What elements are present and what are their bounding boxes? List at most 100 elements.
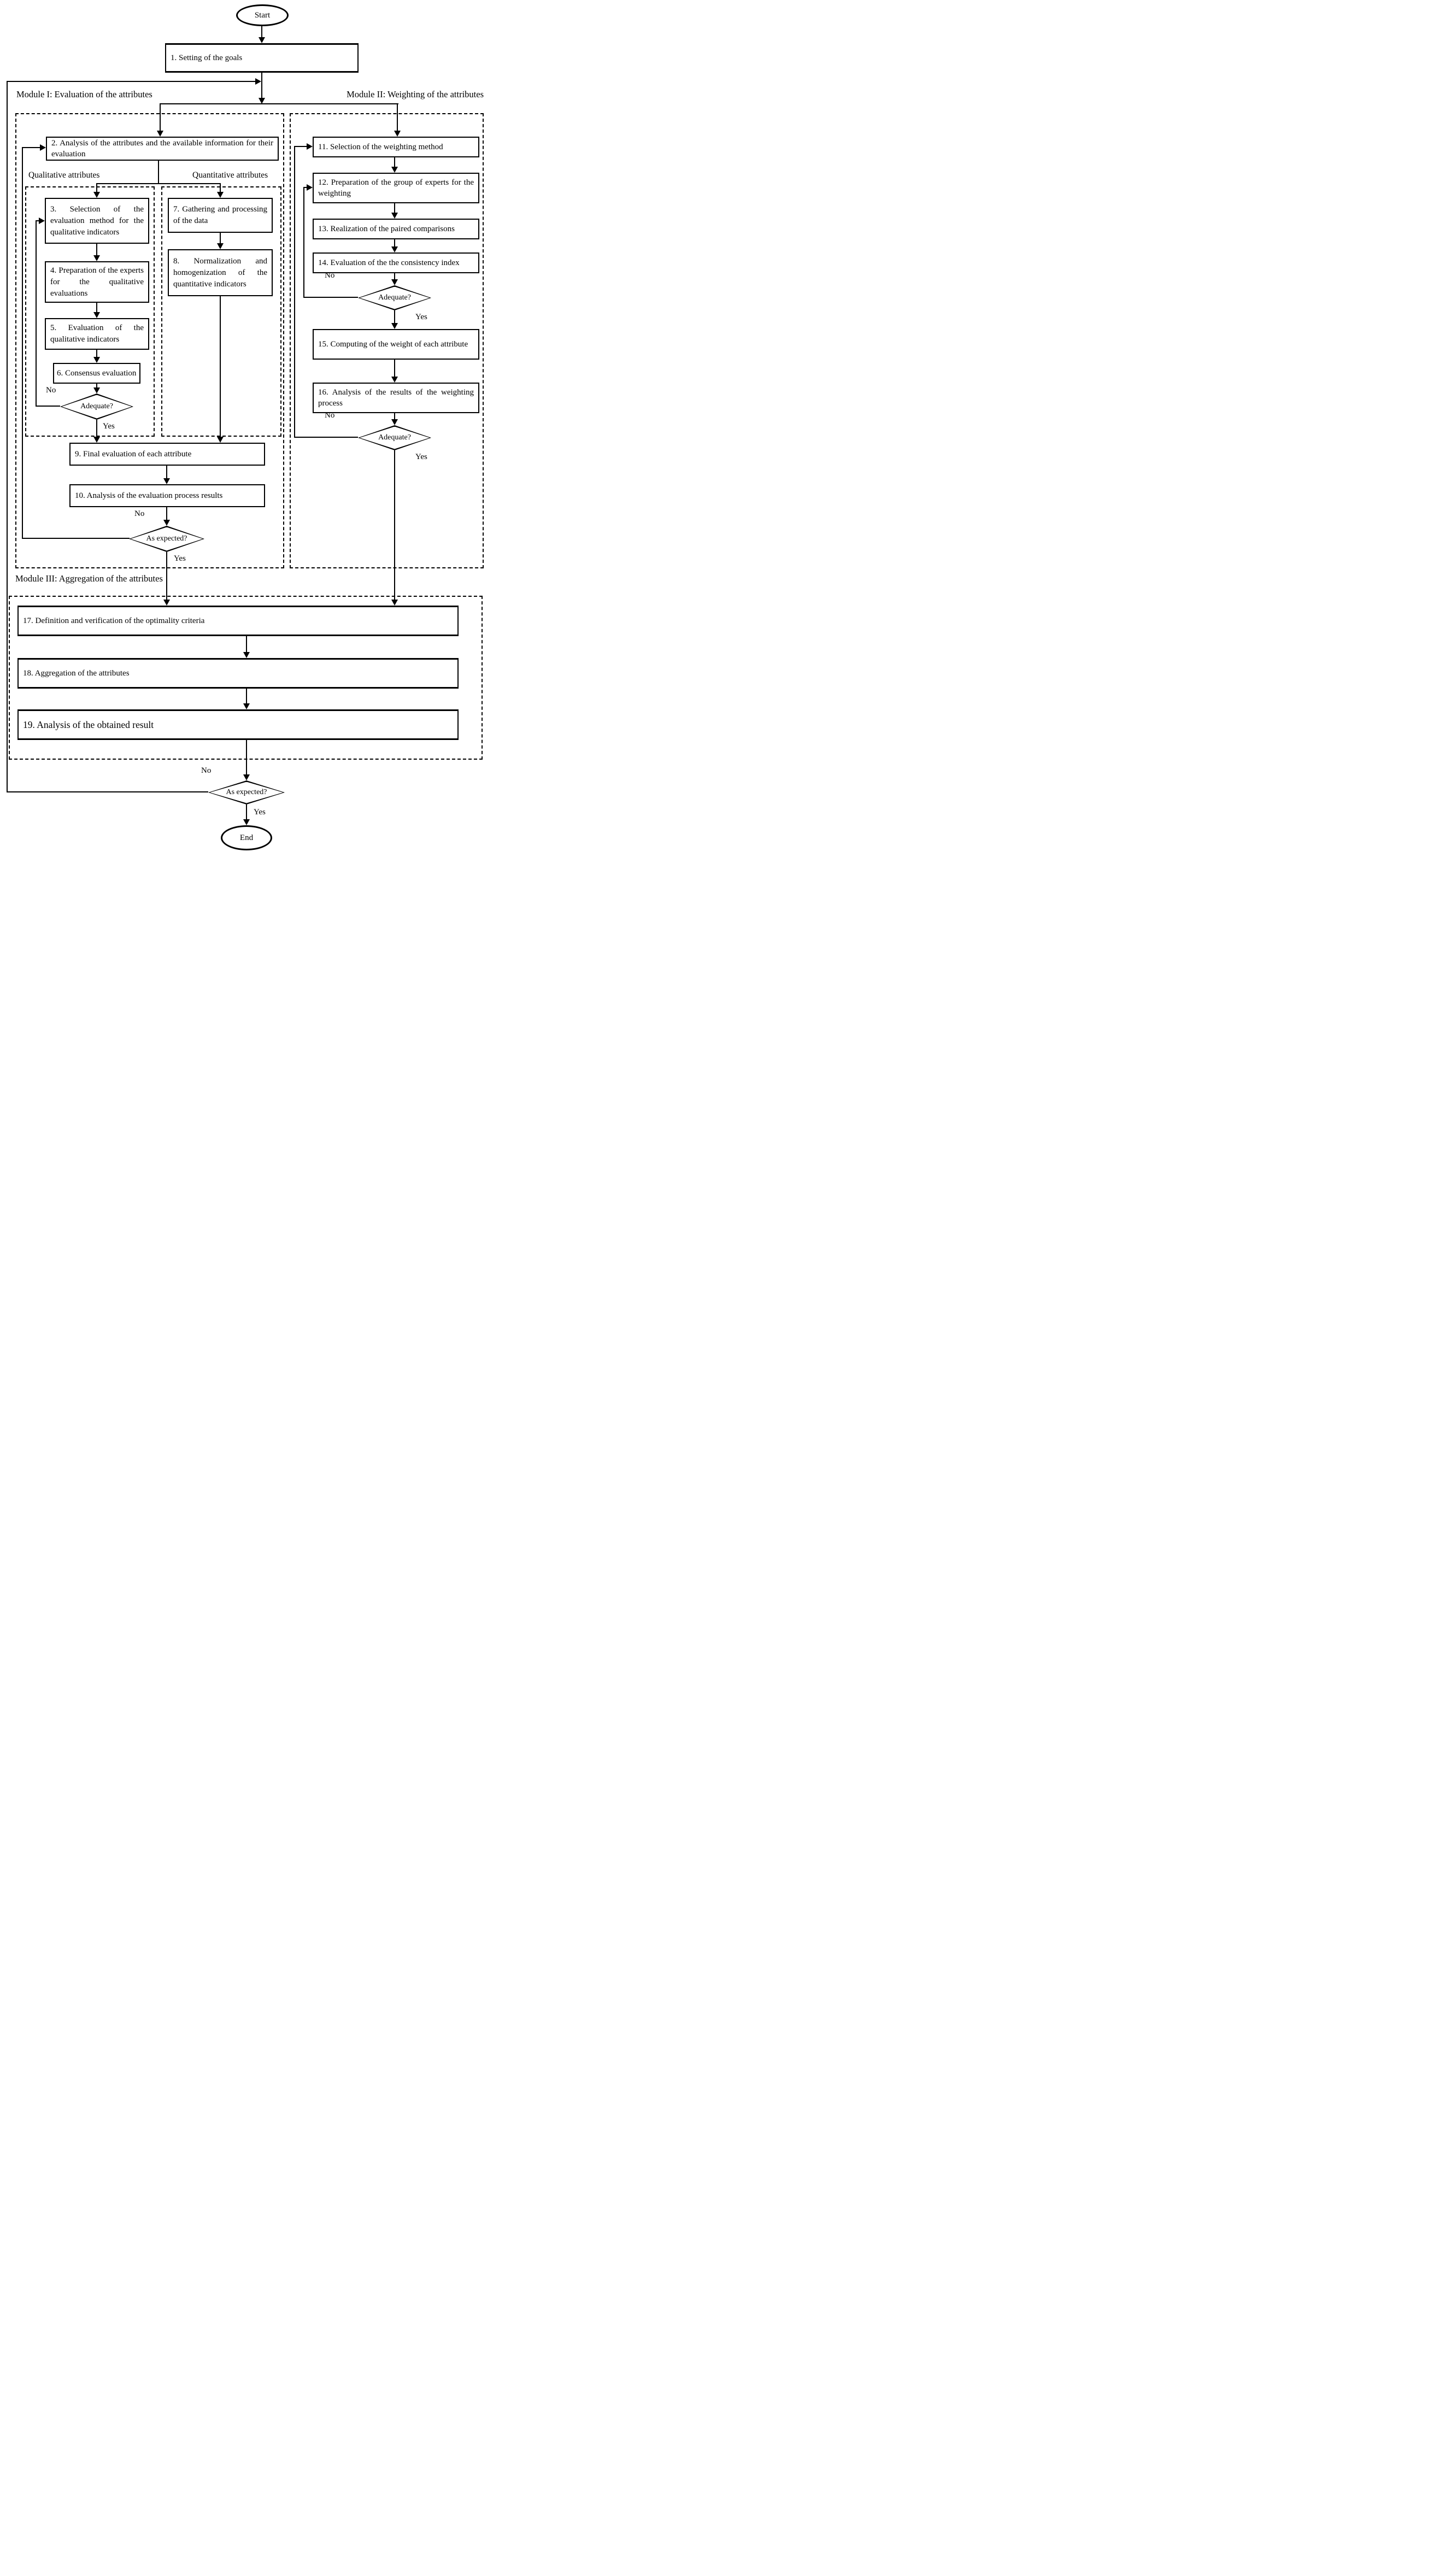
flow-line: [397, 103, 398, 132]
flow-line: [220, 183, 221, 193]
flow-arrowhead: [307, 143, 313, 150]
flow-line: [246, 636, 247, 653]
flow-arrowhead: [391, 279, 398, 285]
flow-line: [158, 161, 159, 184]
step-5-box: 5. Evaluation of the qualitative indicat…: [45, 318, 149, 350]
flow-line: [96, 350, 97, 358]
step-12-box: 12. Preparation of the group of experts …: [313, 173, 479, 203]
flow-arrowhead: [243, 774, 250, 780]
flow-line: [160, 103, 398, 104]
step-16-label: 16. Analysis of the results of the weigh…: [318, 388, 474, 408]
flow-line: [96, 183, 221, 184]
decision-final-as-expected: As expected?: [208, 780, 285, 804]
yes-label: Yes: [254, 808, 266, 817]
decision-consensus-adequate: Adequate?: [60, 393, 133, 420]
qualitative-frame: [25, 186, 155, 437]
yes-label: Yes: [415, 313, 427, 321]
flow-line: [303, 297, 358, 298]
flow-line: [394, 273, 395, 280]
no-label: No: [325, 411, 335, 420]
flow-line: [394, 239, 395, 248]
flow-line: [7, 791, 208, 792]
flow-line: [166, 507, 167, 521]
yes-label: Yes: [415, 453, 427, 461]
step-12-label: 12. Preparation of the group of experts …: [318, 178, 474, 198]
flow-line: [394, 203, 395, 214]
step-1-label: 1. Setting of the goals: [171, 54, 243, 62]
flow-arrowhead: [217, 243, 224, 249]
decision-label: Adequate?: [378, 433, 411, 442]
flow-line: [303, 187, 308, 188]
step-2-label: 2. Analysis of the attributes and the av…: [51, 139, 273, 158]
flow-line: [96, 384, 97, 389]
decision-weighting-adequate: Adequate?: [358, 425, 431, 450]
flow-line: [303, 187, 304, 298]
flow-line: [96, 244, 97, 256]
module-iii-frame: [9, 596, 483, 760]
step-10-box: 10. Analysis of the evaluation process r…: [69, 484, 265, 507]
flow-line: [7, 81, 8, 792]
flow-line: [22, 147, 40, 148]
step-16-box: 16. Analysis of the results of the weigh…: [313, 383, 479, 413]
flow-line: [294, 146, 307, 147]
flow-arrowhead: [163, 520, 170, 526]
flow-arrowhead: [243, 819, 250, 825]
decision-label: Adequate?: [378, 293, 411, 302]
flow-arrowhead: [391, 246, 398, 252]
flow-arrowhead: [243, 703, 250, 709]
quantitative-frame: [161, 186, 281, 437]
flow-arrowhead: [157, 131, 163, 137]
step-2-box: 2. Analysis of the attributes and the av…: [46, 137, 279, 161]
flow-line: [261, 73, 262, 99]
flow-line: [394, 450, 395, 601]
step-15-box: 15. Computing of the weight of each attr…: [313, 329, 479, 360]
step-6-label: 6. Consensus evaluation: [57, 369, 137, 378]
step-4-box: 4. Preparation of the experts for the qu…: [45, 261, 149, 303]
flow-arrowhead: [217, 437, 224, 443]
step-15-label: 15. Computing of the weight of each attr…: [318, 340, 468, 349]
no-label: No: [201, 766, 212, 775]
flow-line: [36, 220, 40, 221]
flow-arrowhead: [93, 437, 100, 443]
flow-arrowhead: [39, 218, 45, 224]
flow-arrowhead: [391, 167, 398, 173]
flow-line: [96, 303, 97, 313]
flow-line: [246, 689, 247, 704]
flowchart-canvas: Start End Module I: Evaluation of the at…: [0, 0, 485, 851]
flow-line: [36, 220, 37, 407]
yes-label: Yes: [174, 554, 186, 563]
flow-line: [220, 233, 221, 244]
flow-line: [160, 103, 161, 132]
no-label: No: [134, 509, 145, 518]
flow-line: [294, 146, 295, 438]
flow-arrowhead: [163, 600, 170, 606]
step-7-box: 7. Gathering and processing of the data: [168, 198, 273, 233]
flow-arrowhead: [93, 357, 100, 363]
step-8-label: 8. Normalization and homogenization of t…: [173, 256, 267, 289]
no-label: No: [325, 271, 335, 280]
step-10-label: 10. Analysis of the evaluation process r…: [75, 491, 223, 500]
decision-label: As expected?: [146, 535, 187, 543]
step-1-box: 1. Setting of the goals: [165, 43, 359, 73]
step-6-box: 6. Consensus evaluation: [53, 363, 140, 384]
flow-line: [394, 360, 395, 378]
flow-line: [22, 538, 130, 539]
step-17-box: 17. Definition and verification of the o…: [17, 606, 459, 636]
flow-line: [166, 552, 167, 601]
flow-line: [220, 296, 221, 438]
flow-line: [261, 26, 262, 38]
flow-line: [36, 406, 60, 407]
step-18-box: 18. Aggregation of the attributes: [17, 658, 459, 689]
module-i-frame: [15, 113, 284, 568]
step-19-label: 19. Analysis of the obtained result: [23, 719, 154, 730]
end-terminator: End: [221, 825, 272, 850]
flow-arrowhead: [93, 387, 100, 393]
flow-arrowhead: [93, 255, 100, 261]
module-ii-frame: [290, 113, 484, 568]
decision-label: Adequate?: [80, 402, 113, 410]
flow-arrowhead: [40, 144, 46, 151]
flow-line: [7, 81, 255, 82]
flow-arrowhead: [259, 37, 265, 43]
step-19-box: 19. Analysis of the obtained result: [17, 709, 459, 740]
flow-arrowhead: [259, 98, 265, 104]
